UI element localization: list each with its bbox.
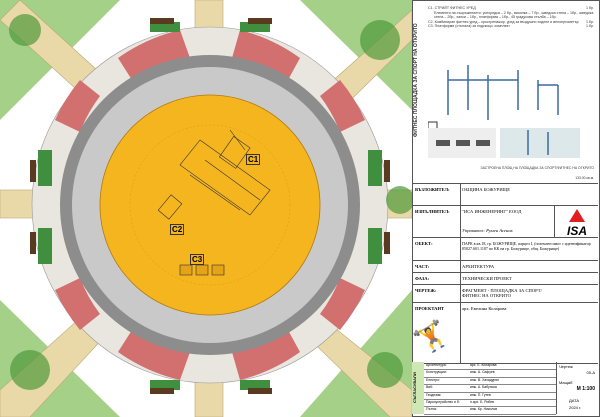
equipment-qty: 1 бр. [585,19,594,24]
scale-value: М 1:100 [576,386,595,392]
approval-row: Електро: инж. В. Хачадурян [424,377,556,386]
phase-row: ФАЗА: ТЕХНИЧЕСКИ ПРОЕКТ [412,272,598,285]
info-panel [412,0,600,417]
approval-name: инж. Кр. Николов [470,407,498,412]
trees [9,14,412,390]
designer-row: ПРОЕКТАНТ арх. Евелина Кола́рова 🏋 [410,302,598,364]
contractor-label: ИЗПЪЛНИТЕЛ: [415,209,450,214]
label-c3: C3 [190,254,205,265]
client-label: ВЪЗЛОЖИТЕЛ: [415,187,450,192]
equipment-illustrations [428,65,580,158]
scale-label: Мащаб [559,380,573,385]
client-row: ВЪЗЛОЖИТЕЛ: ОБЩИНА БОЖУРИЩЕ [412,183,598,206]
approval-name: арх. Е. Коларова [470,363,497,367]
equipment-label: C1. СТРИЙТ ФИТНЕС УРЕД [428,6,476,10]
equipment-label: C3. Платформи (стъпала) за подскоци, ком… [428,24,510,29]
approvals-side-label: СЪГЛАСУВАЛИ [412,362,424,414]
caption-text: ЗАСТРОЕНА ПЛОЩ НА ПЛОЩАДКА ЗА СПОРТ/ФИТН… [480,166,594,170]
drawing-row: ЧЕРТЕЖ: ФРАГМЕНТ - ПЛОЩАДКА ЗА СПОРТ/ФИТН… [412,284,598,303]
drawing-label: ЧЕРТЕЖ: [415,288,437,293]
area-caption: ЗАСТРОЕНА ПЛОЩ НА ПЛОЩАДКА ЗА СПОРТ/ФИТН… [430,166,594,180]
drawing-value: ФРАГМЕНТ - ПЛОЩАДКА ЗА СПОРТ/ФИТНЕС НА О… [462,288,542,298]
designer-label: ПРОЕКТАНТ [415,306,445,311]
approval-role: Електро: [426,377,440,382]
object-label: ОБЕКТ: [415,241,433,246]
phase-label: ФАЗА: [415,276,430,281]
approval-row: Архитектура: арх. Е. Коларова [424,362,556,371]
label-c2: C2 [170,224,185,235]
approval-row: Паркоустройство и б: п.арх. Б. Рибев [424,399,556,408]
designer-value: арх. Евелина Кола́рова [462,306,507,311]
client-value: ОБЩИНА БОЖУРИЩЕ [462,187,511,192]
part-label: ЧАСТ: [415,264,430,269]
approval-role: Конструкции: [426,370,447,375]
sheet-label: Чертеж [559,364,573,369]
equipment-label: Елементи на съоръжението: успоредка – 2 … [434,10,594,20]
red-paving [55,30,365,380]
approval-name: инж. П. Гутев [470,392,491,397]
equipment-item: Елементи на съоръжението: успоредка – 2 … [428,11,594,20]
part-row: ЧАСТ: АРХИТЕКТУРА [412,260,598,273]
logo-text: ISA [567,224,587,238]
contractor-value: "ИСА ИНЖЕНЕРИНГ" ЕООД [462,209,522,214]
object-value: ПАРК в кв.18, гр. БОЖУРИЩЕ, парцел I, (п… [462,241,591,251]
approval-row: Конструкции: инж. А. Сафуев [424,369,556,378]
approval-name: инж. А. Сафуев [470,370,495,375]
equipment-qty: 1 бр. [585,6,594,10]
equipment-label: C2. Комбиниран фитнес уред – кростренажо… [428,19,579,24]
part-value: АРХИТЕКТУРА [462,264,495,269]
approval-role: Архитектура: [426,363,447,367]
area-value: 133.00 кв.м. [575,176,594,180]
date-value: 2024 г. [569,405,582,410]
phase-value: ТЕХНИЧЕСКИ ПРОЕКТ [462,276,512,281]
manager-value: Управител: Румен Асенов [462,228,513,233]
green-strips [38,22,382,390]
site-plan [0,0,412,417]
equipment-list: C1. СТРИЙТ ФИТНЕС УРЕД 1 бр. Елементи на … [428,6,594,29]
approval-row: Геодезия: инж. П. Гутев [424,392,556,400]
benches [30,18,390,394]
approval-name: п.арх. Б. Рибев [470,400,494,404]
fitness-equipment-c2 [157,194,183,220]
label-c1: C1 [246,154,261,165]
equipment-item: C3. Платформи (стъпала) за подскоци, ком… [428,24,594,29]
approval-role: Паркоустройство и б: [426,400,460,404]
side-title: ФИТНЕС ПЛОЩАДКА ЗА СПОРТ НА ОТКРИТО [412,0,425,160]
dumbbell-icon: 🏋 [410,316,454,359]
date-label: ДАТА [569,398,580,403]
approval-role: ВиК: [426,385,434,390]
approval-role: Геодезия: [426,392,442,397]
equipment-item: C1. СТРИЙТ ФИТНЕС УРЕД 1 бр. [428,6,594,11]
approval-row: ВиК: инж. А. Бабунска [424,384,556,393]
sheet-value: 05-А [586,370,595,375]
equipment-item: C2. Комбиниран фитнес уред – кростренажо… [428,20,594,25]
approval-row: Пътна: инж. Кр. Николов [424,406,556,415]
isa-logo: ISA [554,206,599,238]
equipment-qty: 1 бр. [585,24,594,29]
approval-name: инж. В. Хачадурян [470,377,499,382]
contractor-row: ИЗПЪЛНИТЕЛ: "ИСА ИНЖЕНЕРИНГ" ЕООД Управите… [412,205,598,238]
approval-role: Пътна: [426,407,437,412]
fitness-equipment-c1 [179,129,271,216]
fitness-equipment-c3 [179,264,225,276]
object-row: ОБЕКТ: ПАРК в кв.18, гр. БОЖУРИЩЕ, парцел… [412,237,598,261]
approval-name: инж. А. Бабунска [470,385,497,390]
